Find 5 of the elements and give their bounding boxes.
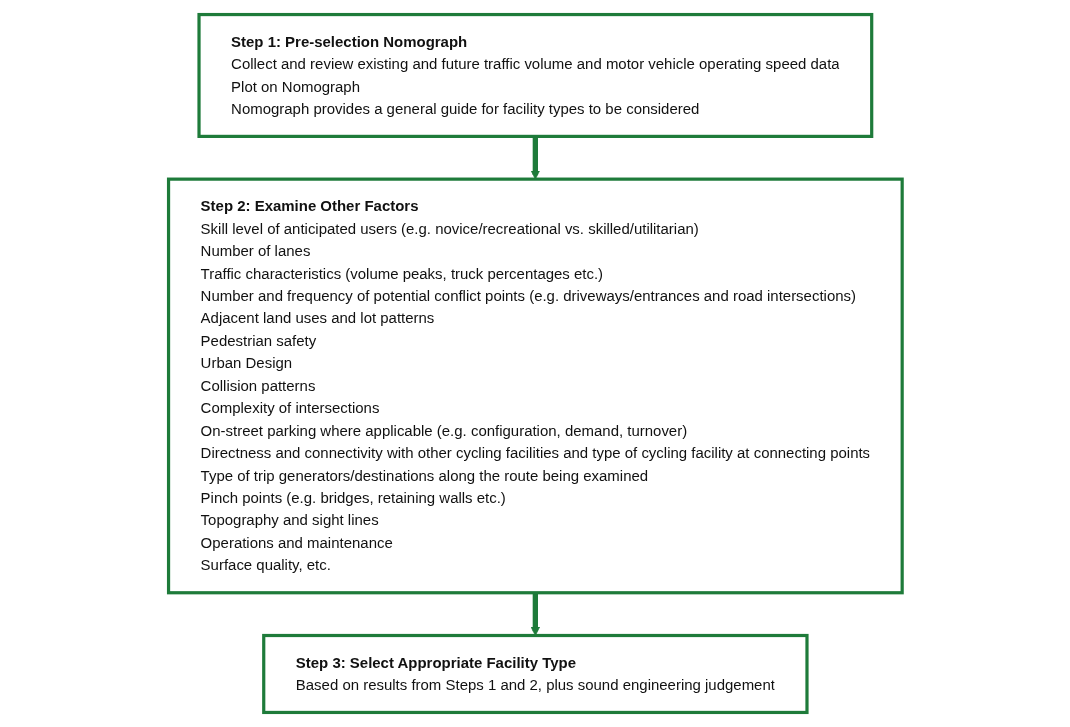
arrow — [530, 592, 540, 636]
node-box: Step 1: Pre-selection Nomograph Collect and review existing and future traffic volume and motor vehicle operating speed data Plot on Nomograph Nomograph provides a general guide for facility types to be considered — [197, 12, 873, 138]
node-box: Step 2: Examine Other Factors Skill level of anticipated users (e.g. novice/recreational vs. skilled/utilitarian) Number of lanes Traffic characteristics (volume peaks, truck percentages etc.) Number and frequency of potential conflict points (e.g. driveways/entrances and road intersections) Adjacent land uses and lot patterns Pedestrian safety Urban Design Collision patterns Complexity of intersections On-street parking where applicable (e.g. configuration, demand, turnover) Directness and connectivity with other cycling facilities and type of cycling facility at connecting points Type of trip generators/destinations along the route being examined Pinch points (e.g. bridges, retaining walls etc.) Topography and sight lines Operations and maintenance Surface quality, etc. — [166, 177, 904, 595]
node-box: Step 3: Select Appropriate Facility Type Based on results from Steps 1 and 2, plus sound engineering judgement — [261, 633, 809, 715]
arrow — [530, 136, 540, 180]
